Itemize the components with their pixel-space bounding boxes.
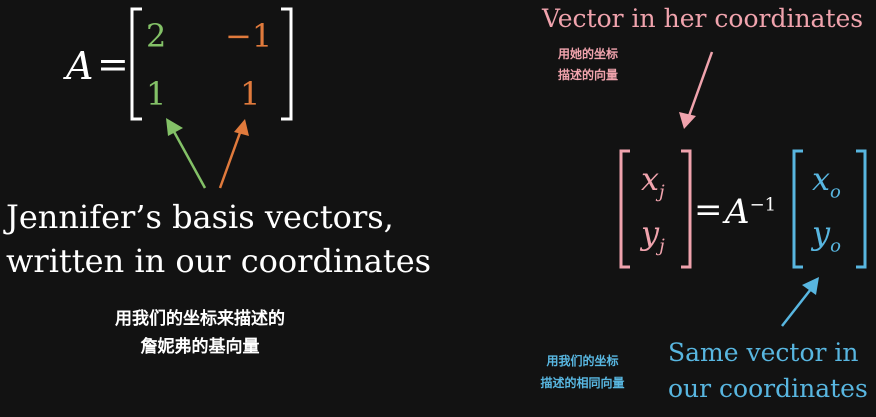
matrix-a-equals: = bbox=[97, 42, 129, 86]
her-coords-subtitle-line2: 描述的向量 bbox=[557, 68, 618, 82]
pink-arrow bbox=[679, 51, 714, 129]
our-vector-right-bracket bbox=[856, 149, 867, 269]
xj-sub: j bbox=[659, 181, 665, 203]
our-vector-left-bracket bbox=[792, 149, 803, 269]
xo-base: x bbox=[812, 160, 831, 198]
our-coords-line2: our coordinates bbox=[668, 374, 868, 403]
blue-arrow bbox=[781, 277, 819, 327]
our-vector-yo: yo bbox=[812, 214, 841, 256]
her-coords-label: Vector in her coordinates bbox=[542, 4, 864, 33]
a-inverse-base: A bbox=[725, 192, 750, 232]
a-inverse-exp: −1 bbox=[749, 194, 777, 216]
matrix-a-label: A bbox=[66, 44, 94, 88]
her-coords-subtitle-line1: 用她的坐标 bbox=[557, 47, 618, 61]
yj-base: y bbox=[641, 214, 660, 252]
matrix-a-entry-11: 2 bbox=[146, 17, 167, 55]
equation-equals: = bbox=[694, 190, 723, 230]
matrix-a-entry-21: 1 bbox=[146, 75, 167, 113]
green-arrow bbox=[166, 118, 207, 189]
her-vector-yj: yj bbox=[641, 214, 665, 256]
basis-subtitle-line2: 詹妮弗的基向量 bbox=[140, 337, 260, 357]
her-vector-right-bracket bbox=[681, 149, 692, 269]
xo-sub: o bbox=[830, 181, 841, 203]
yo-base: y bbox=[812, 214, 831, 252]
her-vector-left-bracket bbox=[619, 149, 630, 269]
basis-caption-line2: written in our coordinates bbox=[6, 242, 432, 280]
basis-caption-line1: Jennifer’s basis vectors, bbox=[6, 198, 394, 236]
our-vector-xo: xo bbox=[812, 160, 841, 202]
her-vector-xj: xj bbox=[641, 160, 665, 202]
our-coords-line1: Same vector in bbox=[668, 338, 859, 367]
matrix-a-right-bracket bbox=[281, 7, 293, 121]
matrix-a-entry-22: 1 bbox=[240, 75, 261, 113]
matrix-a-entry-12: −1 bbox=[225, 17, 273, 55]
xj-base: x bbox=[641, 160, 660, 198]
yo-sub: o bbox=[830, 235, 841, 257]
equation-a-inverse: A−1 bbox=[725, 192, 776, 232]
matrix-a-left-bracket bbox=[130, 7, 142, 121]
basis-subtitle-line1: 用我们的坐标来描述的 bbox=[115, 309, 285, 329]
yj-sub: j bbox=[659, 235, 665, 257]
orange-arrow bbox=[218, 119, 249, 189]
our-coords-subtitle-line1: 用我们的坐标 bbox=[546, 354, 619, 368]
our-coords-subtitle-line2: 描述的相同向量 bbox=[540, 376, 625, 390]
